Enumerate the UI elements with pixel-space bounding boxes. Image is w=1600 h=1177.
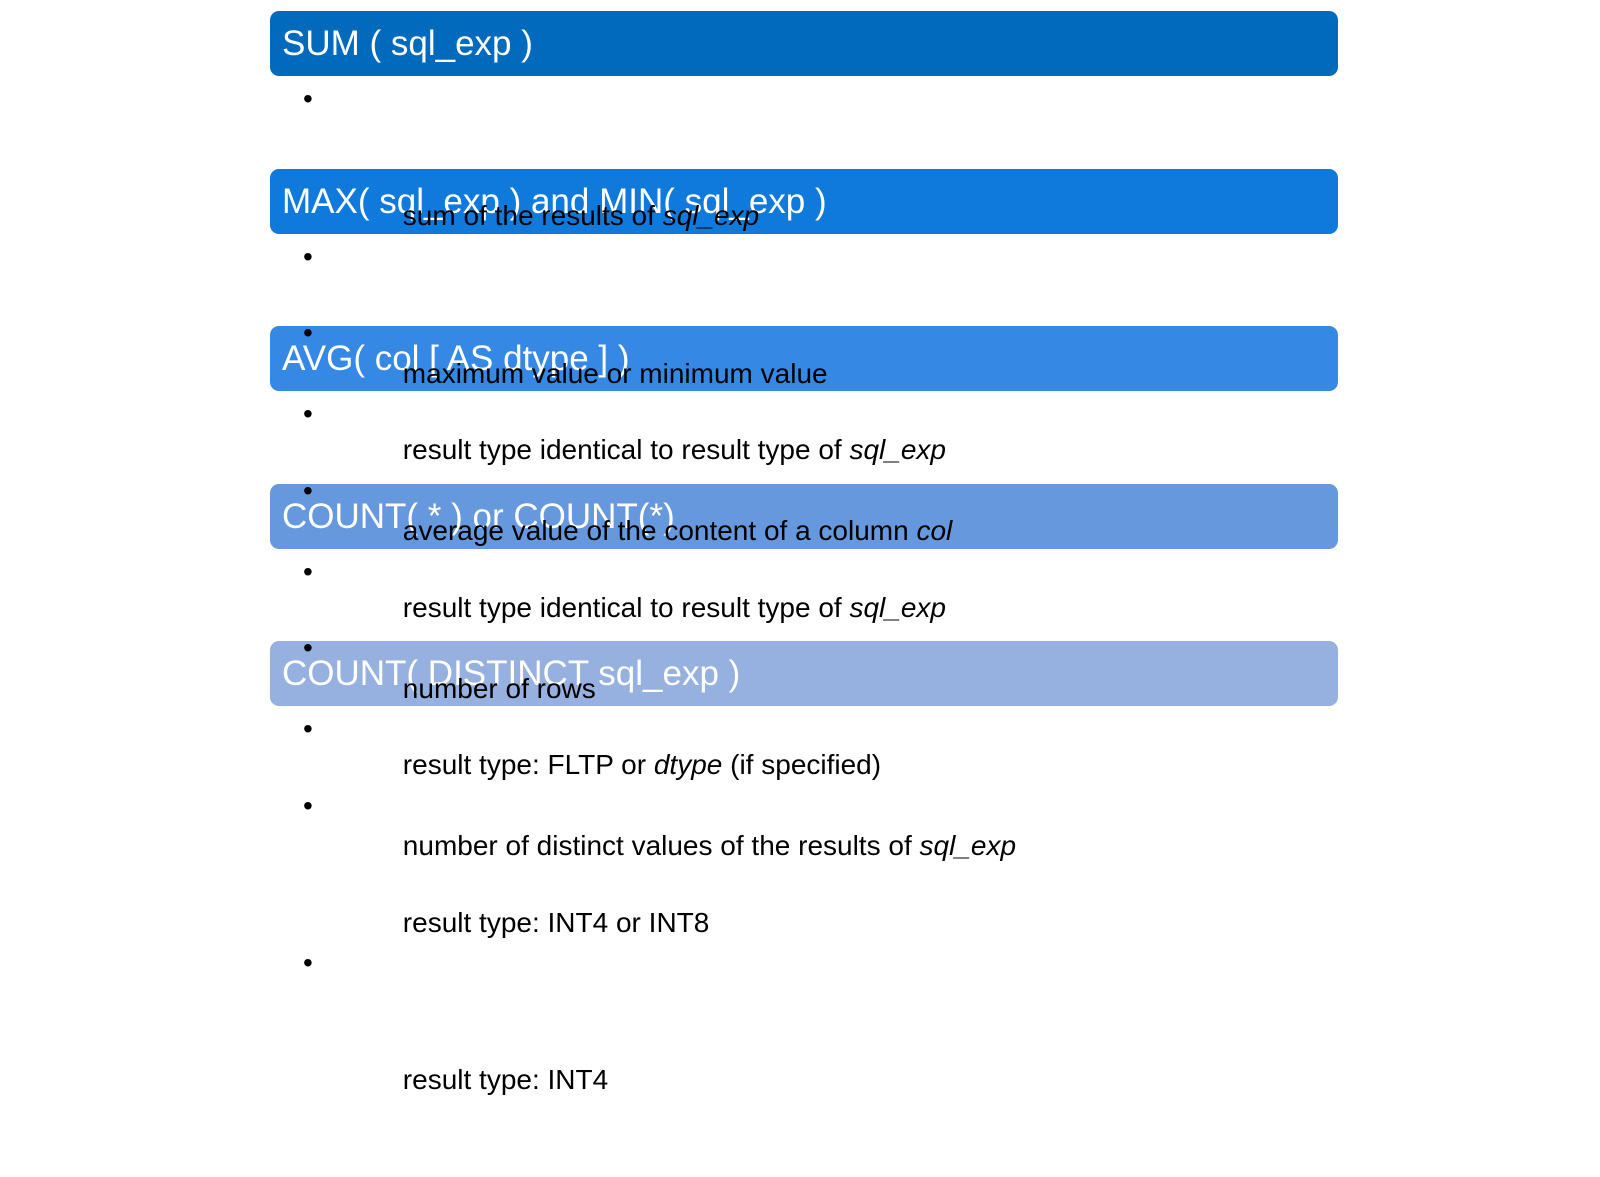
bullet-text-segment: number of rows (402, 672, 596, 704)
bullet-dot: • (303, 474, 313, 506)
function-block-avg: AVG( col [ AS dtype ] ) • average value … (270, 326, 1338, 780)
bullet-item: • result type identical to result type o… (270, 471, 1338, 705)
bullet-text-segment: result type: INT4 (402, 1064, 609, 1095)
bullet-dot: • (303, 713, 313, 744)
bullet-text-segment: result type: FLTP or (402, 749, 654, 780)
bullet-text-segment: sql_exp (849, 591, 946, 623)
bullet-text: average value of the content of a column… (325, 515, 952, 585)
bullet-item: • maximum value or minimum value (270, 237, 1338, 471)
bullet-dot: • (303, 398, 313, 429)
bullet-dot: • (303, 317, 313, 348)
bullet-text-segment: dtype (653, 749, 723, 780)
bullet-text: sum of the results of sql_exp (325, 200, 759, 270)
bullet-dot: • (303, 947, 313, 978)
function-header-sum: SUM ( sql_exp ) (270, 11, 1338, 76)
bullet-dot: • (303, 83, 313, 114)
bullet-text: result type: FLTP or dtype (if specified… (325, 749, 881, 819)
bullet-text: number of distinct values of the results… (325, 830, 1016, 900)
bullet-text-segment: sum of the results of (402, 200, 663, 231)
bullet-text-segment: col (916, 515, 953, 546)
function-block-sum: SUM ( sql_exp ) • sum of the results of … (270, 11, 1338, 465)
bullet-text-segment: number of distinct values of the results… (402, 830, 920, 861)
bullet-text-segment: result type identical to result type of (402, 434, 850, 465)
function-header-count: COUNT( * ) or COUNT(*) (270, 483, 1338, 549)
function-description-list: • average value of the content of a colu… (270, 391, 1338, 862)
bullet-item: • result type identical to result type o… (270, 313, 1338, 547)
bullet-text: maximum value or minimum value (325, 358, 828, 428)
bullet-item: • sum of the results of sql_exp (270, 79, 1338, 313)
bullet-dot: • (303, 632, 313, 663)
function-description-list: • number of distinct values of the resul… (270, 706, 1338, 1177)
bullet-text-segment: average value of the content of a column (402, 515, 917, 546)
bullet-text-segment: sql_exp (919, 830, 1017, 861)
bullet-text-segment: sql_exp (662, 200, 760, 231)
bullet-text-segment: result type identical to result type of (402, 591, 850, 623)
bullet-text: result type identical to result type of … (325, 434, 946, 504)
bullet-text: result type identical to result type of … (325, 592, 946, 662)
bullet-text: number of rows (325, 673, 596, 743)
aggregate-functions-list: SUM ( sql_exp ) • sum of the results of … (270, 11, 1338, 1095)
bullet-item: • number of rows (270, 552, 1338, 786)
function-header-count-distinct: COUNT( DISTINCT sql_exp ) (270, 641, 1338, 706)
function-header-max-min: MAX( sql_exp ) and MIN( sql_exp ) (270, 168, 1338, 234)
bullet-item: • result type: INT4 (270, 943, 1338, 1177)
function-header-avg: AVG( col [ AS dtype ] ) (270, 326, 1338, 391)
bullet-dot: • (303, 555, 313, 587)
bullet-text-segment: (if specified) (722, 749, 882, 780)
bullet-dot: • (303, 240, 313, 272)
bullet-text-segment: maximum value or minimum value (402, 357, 828, 389)
bullet-item: • average value of the content of a colu… (270, 394, 1338, 628)
bullet-item: • result type: FLTP or dtype (if specifi… (270, 628, 1338, 862)
bullet-text-segment: sql_exp (849, 434, 946, 465)
function-description-list: • maximum value or minimum value • resul… (270, 234, 1338, 705)
bullet-item: • number of distinct values of the resul… (270, 709, 1338, 943)
bullet-text: result type: INT4 (325, 1064, 608, 1134)
function-description-list: • sum of the results of sql_exp • result… (270, 76, 1338, 547)
function-block-max-min: MAX( sql_exp ) and MIN( sql_exp ) • maxi… (270, 168, 1338, 623)
